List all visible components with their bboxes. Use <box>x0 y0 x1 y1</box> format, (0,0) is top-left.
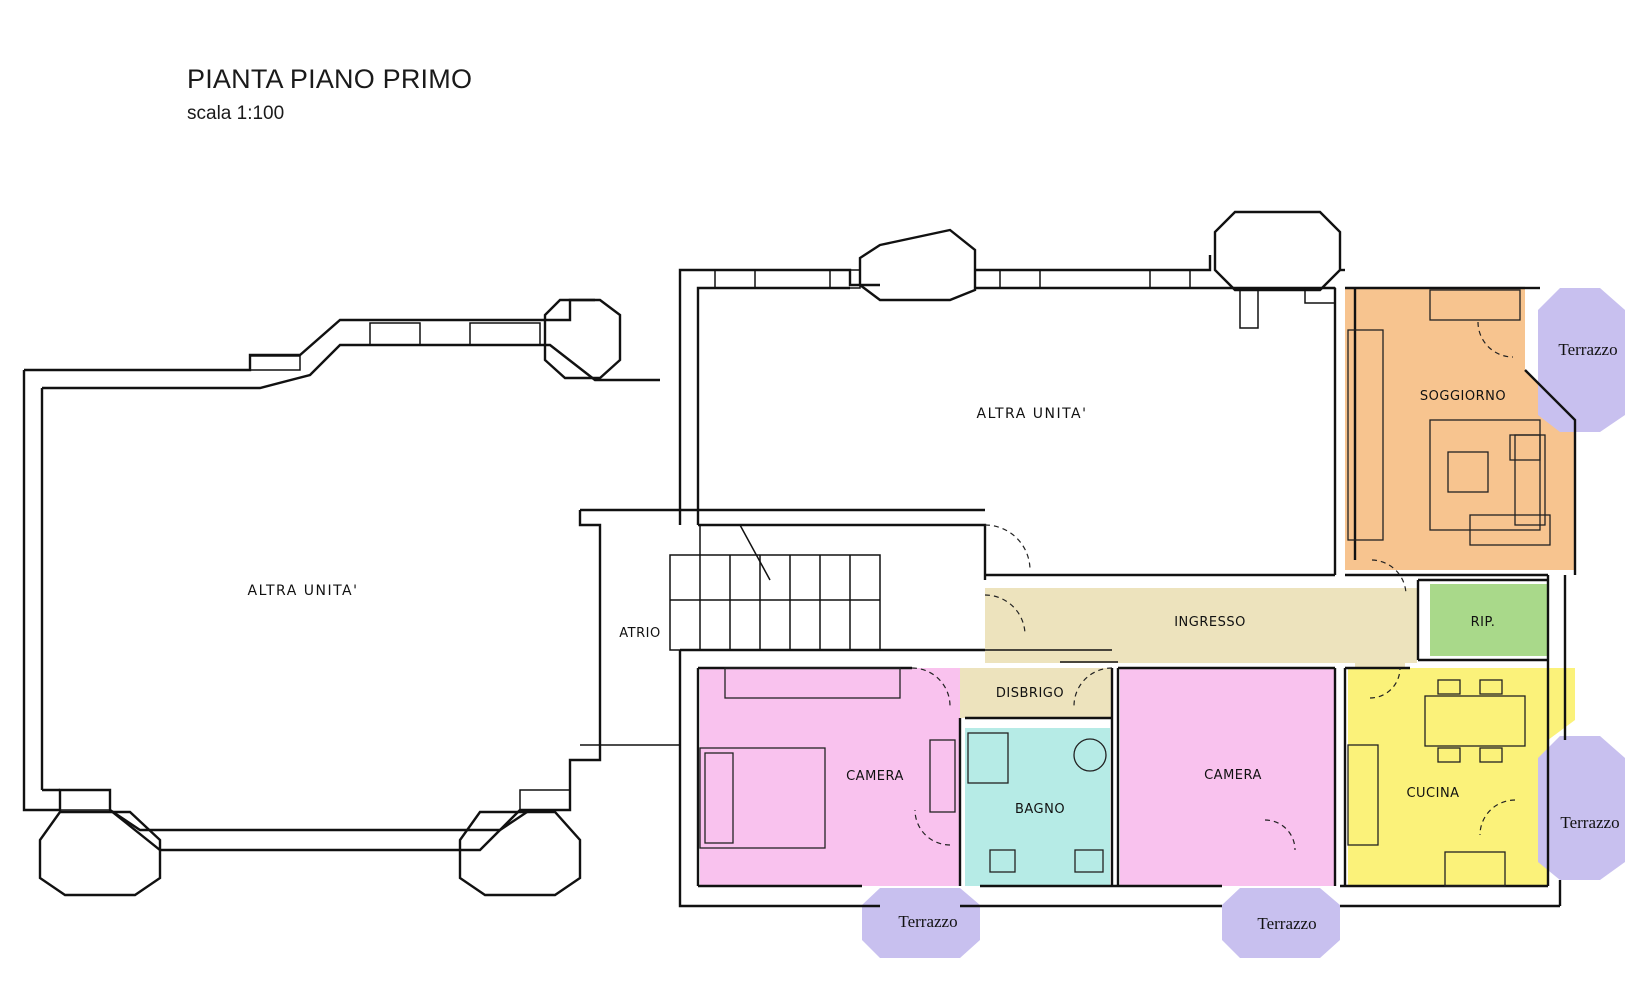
label-disbrigo: DISBRIGO <box>996 686 1064 701</box>
left-wing-walls <box>22 298 682 897</box>
label-ingresso: INGRESSO <box>1174 615 1246 630</box>
plan-title: PIANTA PIANO PRIMO <box>187 64 473 94</box>
label-terrace-bottom-left: Terrazzo <box>898 912 957 931</box>
furniture <box>699 289 1551 887</box>
label-bagno: BAGNO <box>1015 802 1065 817</box>
label-altra-unita-left: ALTRA UNITA' <box>248 583 359 599</box>
terrace-bottom-mid-shape <box>1222 888 1340 958</box>
cucina-fill <box>1348 668 1548 886</box>
camera-left-fill <box>700 668 960 886</box>
soggiorno-fill <box>1345 288 1525 570</box>
label-terrace-bottom-mid: Terrazzo <box>1257 914 1316 933</box>
plan-scale: scala 1:100 <box>187 103 285 124</box>
terraces <box>862 288 1625 958</box>
ripostiglio-fill <box>1430 584 1548 656</box>
label-soggiorno: SOGGIORNO <box>1420 389 1506 404</box>
terrace-mid-right-shape <box>1538 736 1625 880</box>
label-terrace-mid-right: Terrazzo <box>1560 813 1619 832</box>
room-labels: ALTRA UNITA' ALTRA UNITA' ATRIO SOGGIORN… <box>248 340 1620 933</box>
label-terrace-top-right: Terrazzo <box>1558 340 1617 359</box>
terrace-bottom-left-shape <box>862 888 980 958</box>
label-camera-right: CAMERA <box>1204 768 1262 783</box>
top-wing-walls <box>678 210 1357 580</box>
camera-right-fill <box>1120 668 1335 886</box>
label-camera-left: CAMERA <box>846 769 904 784</box>
terrace-top-right-shape <box>1538 288 1625 432</box>
label-altra-unita-top: ALTRA UNITA' <box>977 406 1088 422</box>
staircase <box>669 524 881 651</box>
label-atrio: ATRIO <box>619 626 660 641</box>
bagno-fill <box>965 728 1110 886</box>
cucina-fill-diag <box>1548 668 1575 740</box>
label-cucina: CUCINA <box>1406 786 1459 801</box>
soggiorno-fill-diag <box>1525 288 1575 570</box>
room-fills <box>700 288 1575 886</box>
doors <box>911 321 1516 851</box>
label-ripostiglio: RIP. <box>1471 615 1496 630</box>
